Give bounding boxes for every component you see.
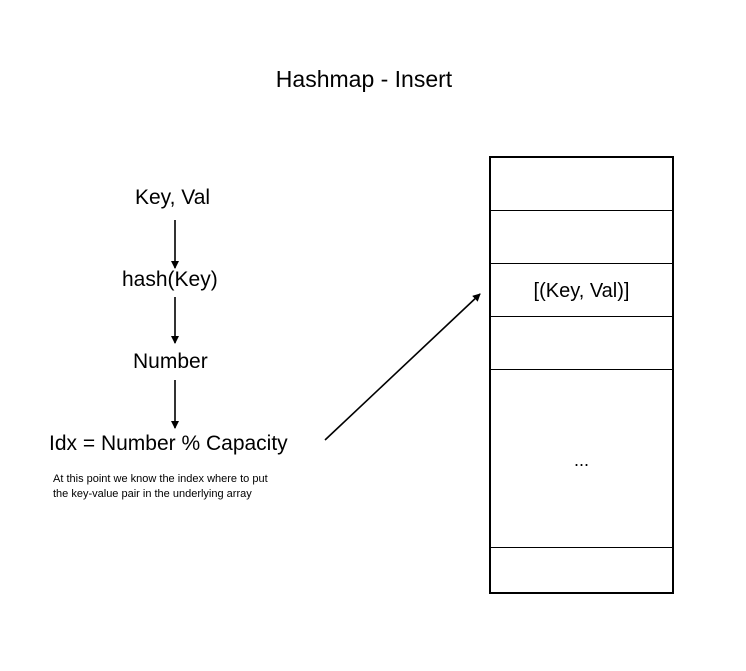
array-slot-1 (491, 211, 672, 264)
arrow-index-to-array-slot (324, 293, 481, 441)
array-slot-last (491, 548, 672, 592)
explanation-note-line-2: the key-value pair in the underlying arr… (53, 488, 252, 500)
array-ellipsis-label: ... (573, 450, 589, 470)
explanation-note: At this point we know the index where to… (53, 472, 323, 502)
diagram-title: Hashmap - Insert (275, 66, 453, 92)
array-slot-0 (491, 158, 672, 211)
step-key-val: Key, Val (135, 186, 211, 209)
array-slot-2: [(Key, Val)] (491, 264, 672, 317)
step-number: Number (133, 350, 208, 373)
array-slot-2-label: [(Key, Val)] (533, 280, 630, 302)
array-slot-3 (491, 317, 672, 370)
step-index-formula: Idx = Number % Capacity (49, 432, 288, 455)
underlying-array: [(Key, Val)] ... (489, 156, 674, 594)
array-slot-ellipsis: ... (491, 370, 672, 548)
step-hash-key: hash(Key) (122, 268, 218, 291)
explanation-note-line-1: At this point we know the index where to… (53, 473, 268, 485)
